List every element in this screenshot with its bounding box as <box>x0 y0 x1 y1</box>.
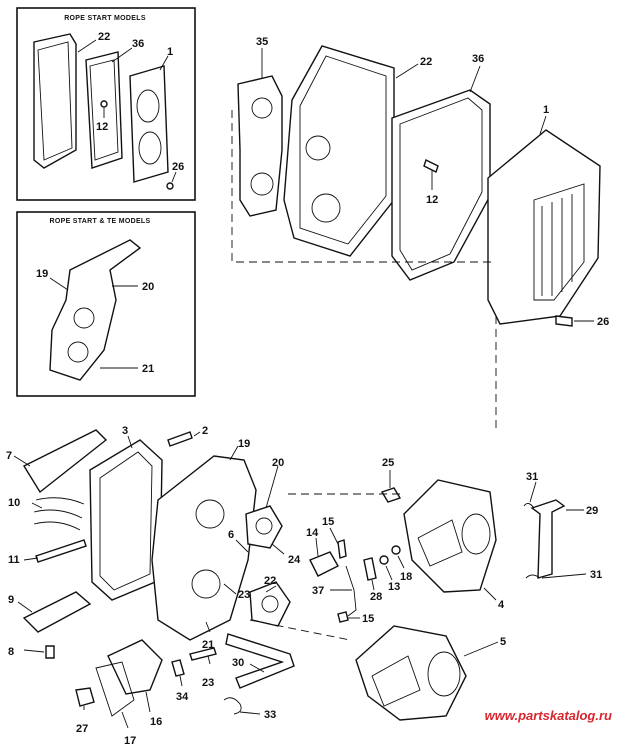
callout-22: 22 <box>264 575 276 587</box>
gasket-20 <box>245 505 283 549</box>
callout-12: 12 <box>96 121 108 133</box>
carburetor-5 <box>355 625 467 721</box>
reed-stop-11 <box>35 539 87 563</box>
knob-27 <box>75 687 95 707</box>
callout-19: 19 <box>238 438 250 450</box>
inset-rope-start-models: ROPE START MODELS 22 36 1 12 26 <box>16 7 196 201</box>
callout-15: 15 <box>362 613 374 625</box>
clamp-31 <box>525 574 541 579</box>
inset-title: ROPE START MODELS <box>64 15 146 22</box>
callout-15: 15 <box>322 516 334 528</box>
reeds-10 <box>33 497 85 531</box>
callout-28: 28 <box>370 591 382 603</box>
callout-16: 16 <box>150 716 162 728</box>
link-rod-37 <box>345 565 357 617</box>
callout-9: 9 <box>8 594 14 606</box>
callout-6: 6 <box>228 529 234 541</box>
callout-36: 36 <box>132 38 144 50</box>
callout-26: 26 <box>172 161 184 173</box>
callout-13: 13 <box>388 581 400 593</box>
callout-33: 33 <box>264 709 276 721</box>
callout-31: 31 <box>590 569 602 581</box>
callout-18: 18 <box>400 571 412 583</box>
hose-30 <box>225 633 295 689</box>
callout-21: 21 <box>142 363 154 375</box>
gasket-36 <box>391 89 491 281</box>
callout-17: 17 <box>124 735 136 747</box>
callout-37: 37 <box>312 585 324 597</box>
inset-manifold <box>49 239 142 381</box>
bolt-2 <box>167 431 193 447</box>
callout-26: 26 <box>597 316 609 328</box>
callout-8: 8 <box>8 646 14 658</box>
upper-cover-assembly: 35 22 36 12 1 26 <box>231 36 609 430</box>
callout-22: 22 <box>420 56 432 68</box>
callout-19: 19 <box>36 268 48 280</box>
reed-block-7 <box>23 429 108 494</box>
washer-13 <box>379 555 389 565</box>
nut-25 <box>380 487 402 503</box>
screw-12 <box>423 159 439 173</box>
plate-9 <box>22 591 92 633</box>
callout-23: 23 <box>238 589 250 601</box>
callout-29: 29 <box>586 505 598 517</box>
screw-28 <box>363 557 377 581</box>
lever-16 <box>107 639 163 695</box>
callout-10: 10 <box>8 497 20 509</box>
lower-intake-assembly: 7 10 11 9 8 3 2 19 2 <box>6 425 602 747</box>
inset-cover-22 <box>33 33 77 169</box>
inset-screw-12 <box>100 100 108 108</box>
clip-15 <box>337 611 349 623</box>
carburetor-4 <box>403 479 497 593</box>
inset-screw-26 <box>166 182 174 190</box>
cover-22 <box>283 45 395 257</box>
callout-35: 35 <box>256 36 268 48</box>
callout-36: 36 <box>472 53 484 65</box>
callout-7: 7 <box>6 450 12 462</box>
screw-26 <box>555 315 573 327</box>
gasket-35 <box>237 75 283 217</box>
watermark: www.partskatalog.ru <box>485 708 612 723</box>
callout-23: 23 <box>202 677 214 689</box>
callout-1: 1 <box>543 104 549 116</box>
hose-29 <box>530 499 566 579</box>
clamp-31 <box>523 503 535 509</box>
inset-rope-start-te-models: ROPE START & TE MODELS 19 20 21 <box>16 211 196 397</box>
plate-1 <box>487 129 601 325</box>
callout-34: 34 <box>176 691 189 703</box>
bolt-23 <box>189 647 217 661</box>
link-14 <box>309 551 339 577</box>
inset-title: ROPE START & TE MODELS <box>50 218 151 225</box>
gasket-22 <box>249 581 291 627</box>
callout-5: 5 <box>500 636 506 648</box>
inset-plate-1 <box>129 65 169 183</box>
screw-34 <box>171 659 185 677</box>
spring-18 <box>391 545 401 555</box>
callout-31: 31 <box>526 471 538 483</box>
callout-20: 20 <box>272 457 284 469</box>
callout-30: 30 <box>232 657 244 669</box>
callout-22: 22 <box>98 31 110 43</box>
callout-11: 11 <box>8 554 20 566</box>
screw-8 <box>45 645 55 659</box>
callout-1: 1 <box>167 46 173 58</box>
intake-manifold-19 <box>151 455 257 641</box>
clamp-33 <box>223 697 242 715</box>
callout-25: 25 <box>382 457 394 469</box>
callout-24: 24 <box>288 554 301 566</box>
callout-3: 3 <box>122 425 128 437</box>
callout-4: 4 <box>498 599 505 611</box>
callout-14: 14 <box>306 527 319 539</box>
callout-20: 20 <box>142 281 154 293</box>
callout-12: 12 <box>426 194 438 206</box>
bracket-17 <box>95 661 135 717</box>
clip-15 <box>337 539 347 559</box>
callout-27: 27 <box>76 723 88 735</box>
callout-2: 2 <box>202 425 208 437</box>
